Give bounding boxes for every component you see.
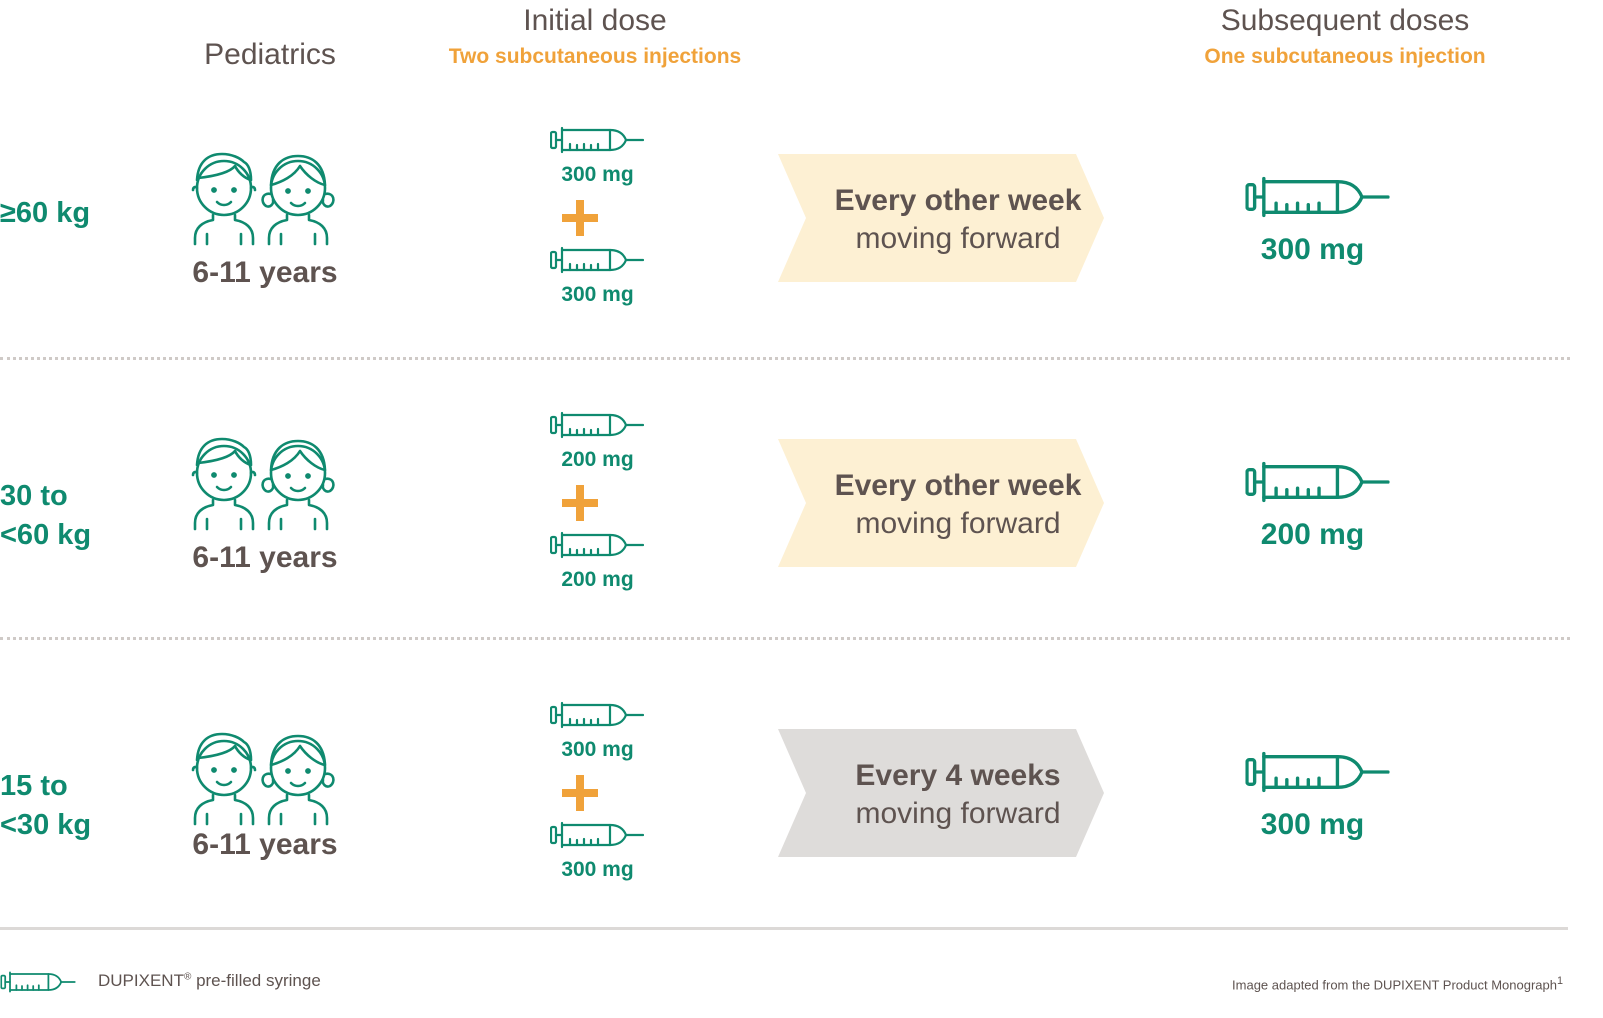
- frequency-text: Every other week moving forward: [808, 467, 1108, 543]
- syringe-icon: [1245, 749, 1390, 795]
- plus-icon: [562, 485, 598, 521]
- subsequent-doses-subtitle: One subcutaneous injection: [1204, 45, 1486, 68]
- syringe-icon: [1245, 459, 1390, 505]
- syringe-icon: [0, 970, 76, 994]
- children-icon: [190, 435, 340, 533]
- frequency-arrow: Every other week moving forward: [778, 439, 1104, 567]
- subsequent-doses-header: Subsequent doses One subcutaneous inject…: [1160, 4, 1530, 70]
- legend-desc: pre-filled syringe: [191, 971, 321, 990]
- age-label: 6-11 years: [192, 256, 338, 289]
- arrow-shape: [778, 154, 1104, 282]
- initial-dose-amount: 200 mg: [561, 568, 634, 591]
- frequency-bold: Every 4 weeks: [855, 759, 1061, 792]
- pediatrics-title: Pediatrics: [204, 38, 336, 71]
- footer-divider: [0, 927, 1568, 930]
- syringe-icon: [550, 125, 644, 155]
- frequency-arrow: Every 4 weeks moving forward: [778, 729, 1104, 857]
- weight-label: ≥60 kg: [0, 197, 91, 229]
- initial-dose-header: Initial dose Two subcutaneous injections: [430, 4, 760, 70]
- row-divider: [0, 357, 1570, 360]
- syringe-icon: [550, 530, 644, 560]
- syringe-icon: [550, 700, 644, 730]
- plus-icon: [562, 200, 598, 236]
- initial-dose-amount: 300 mg: [561, 283, 634, 306]
- source-footnote: 1: [1556, 975, 1563, 987]
- initial-dose-amount: 200 mg: [561, 448, 634, 471]
- initial-dose-title: Initial dose: [523, 4, 667, 37]
- subsequent-dose-amount: 300 mg: [1260, 808, 1365, 841]
- subsequent-dose-amount: 300 mg: [1260, 233, 1365, 266]
- source-note: Image adapted from the DUPIXENT Product …: [1232, 975, 1563, 992]
- plus-icon: [562, 775, 598, 811]
- source-text: Image adapted from the DUPIXENT Product …: [1232, 977, 1557, 993]
- age-label: 6-11 years: [192, 541, 338, 574]
- legend-brand: DUPIXENT: [98, 971, 184, 990]
- subsequent-dose-amount: 200 mg: [1260, 518, 1365, 551]
- children-icon: [190, 150, 340, 248]
- initial-dose-subtitle: Two subcutaneous injections: [448, 45, 742, 68]
- legend-label: DUPIXENT® pre-filled syringe: [98, 971, 321, 991]
- initial-dose-amount: 300 mg: [561, 163, 634, 186]
- weight-label: 30 to <60 kg: [0, 480, 92, 551]
- frequency-text: Every other week moving forward: [808, 182, 1108, 258]
- arrow-shape: [778, 439, 1104, 567]
- pediatrics-header: Pediatrics: [140, 38, 400, 72]
- legend-reg: ®: [183, 971, 192, 983]
- arrow-fill: [778, 729, 1104, 857]
- frequency-bold: Every other week: [834, 184, 1082, 217]
- frequency-arrow: Every other week moving forward: [778, 154, 1104, 282]
- frequency-bold: Every other week: [834, 469, 1082, 502]
- initial-dose-amount: 300 mg: [561, 738, 634, 761]
- initial-dose-amount: 300 mg: [561, 858, 634, 881]
- frequency-rest: moving forward: [855, 797, 1061, 830]
- syringe-icon: [550, 820, 644, 850]
- frequency-text: Every 4 weeks moving forward: [808, 757, 1108, 833]
- children-icon: [190, 730, 340, 828]
- frequency-rest: moving forward: [855, 222, 1061, 255]
- arrow-fill: [778, 154, 1104, 282]
- age-label: 6-11 years: [192, 828, 338, 861]
- syringe-icon: [550, 245, 644, 275]
- subsequent-doses-title: Subsequent doses: [1220, 4, 1470, 37]
- arrow-fill: [778, 439, 1104, 567]
- weight-label: 15 to <30 kg: [0, 770, 92, 841]
- row-divider: [0, 637, 1570, 640]
- arrow-shape: [778, 729, 1104, 857]
- syringe-icon: [550, 410, 644, 440]
- syringe-icon: [1245, 174, 1390, 220]
- frequency-rest: moving forward: [855, 507, 1061, 540]
